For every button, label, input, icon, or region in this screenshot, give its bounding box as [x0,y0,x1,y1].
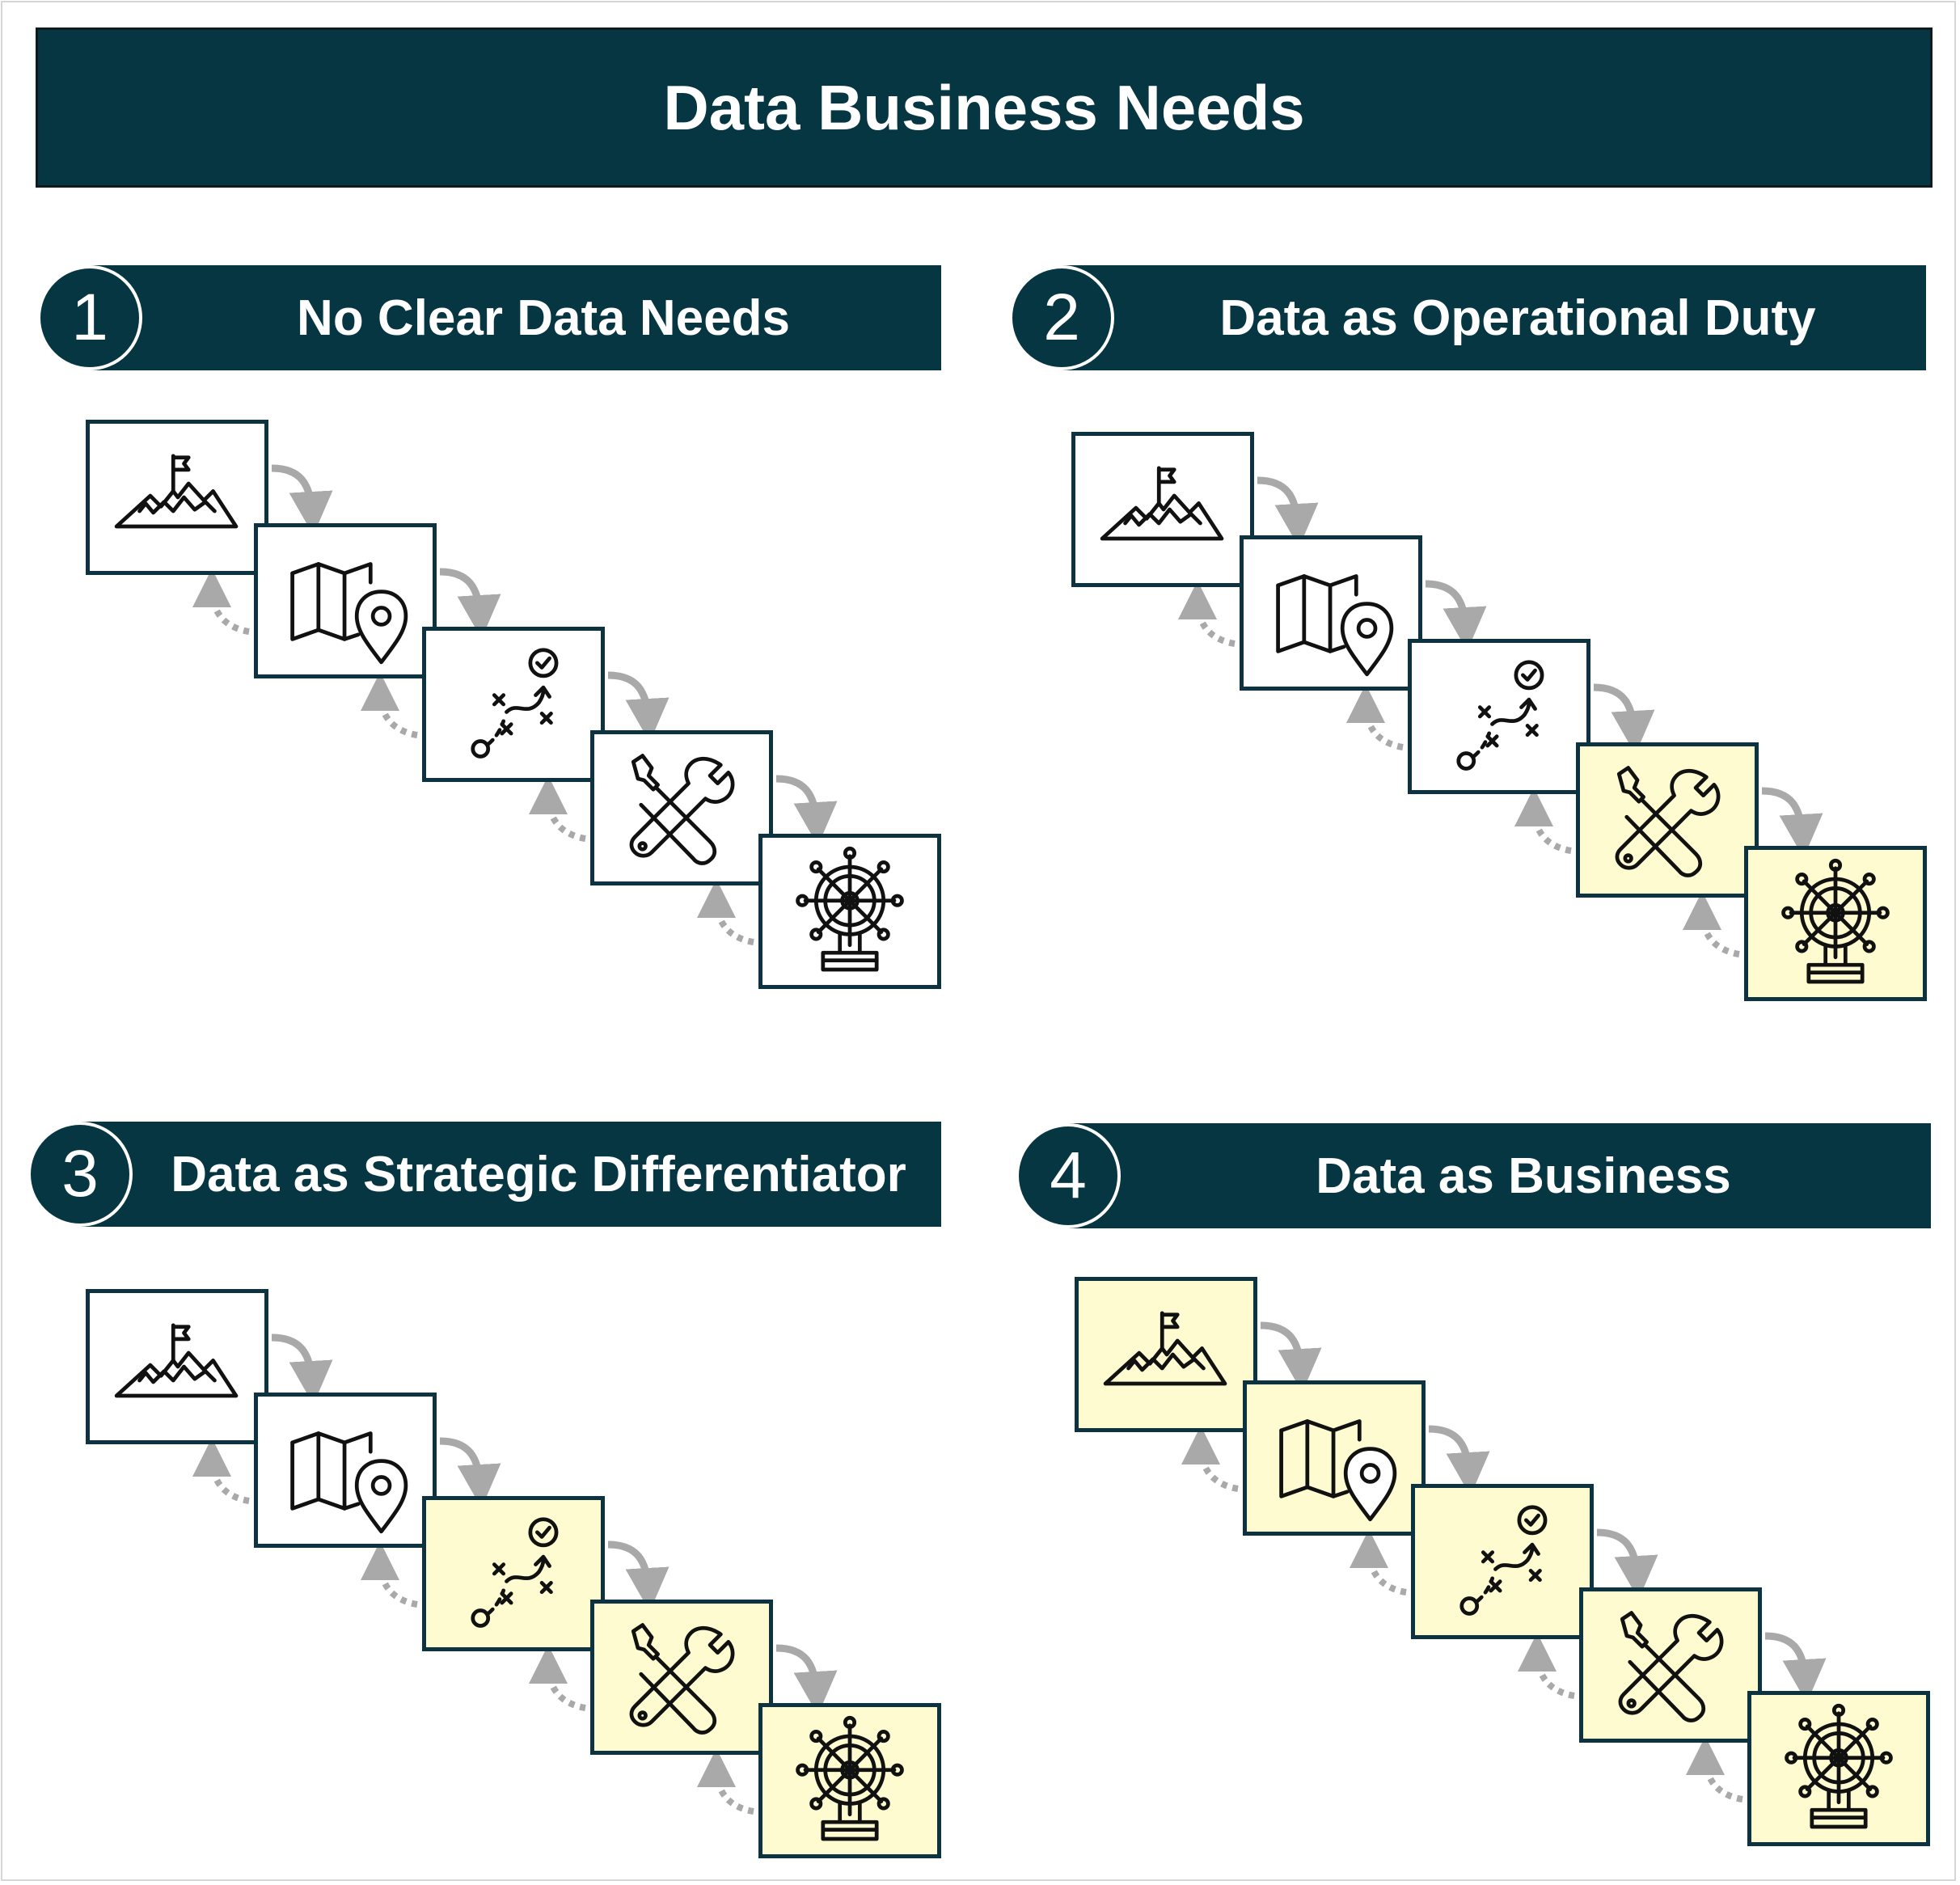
step-box-map-pin [254,1393,437,1548]
mountain-flag-icon [114,454,239,529]
step-box-strategy-path [422,1496,605,1651]
step-box-ship-wheel [758,1703,941,1858]
strategy-path-icon [471,1517,559,1628]
panel-3-number-badge: 3 [27,1122,133,1227]
step-box-strategy-path [1408,639,1590,794]
panel-2-header: Data as Operational Duty [1061,265,1926,370]
step-box-mountain-flag [1075,1277,1257,1432]
panel-3-label: Data as Strategic Differentiator [171,1146,906,1202]
step-box-tools [590,730,773,885]
step-box-tools [590,1600,773,1755]
panel-1-header: No Clear Data Needs [89,265,941,370]
map-pin-icon [290,1431,408,1534]
panel-4-header: Data as Business [1067,1123,1931,1228]
step-box-tools [1579,1587,1762,1743]
ship-wheel-icon [1781,858,1890,984]
tools-icon [629,1623,735,1735]
panel-2-label: Data as Operational Duty [1219,290,1816,346]
ship-wheel-icon [796,846,904,972]
diagram-title: Data Business Needs [36,27,1933,188]
step-box-mountain-flag [86,1289,268,1444]
step-box-map-pin [254,523,437,678]
ship-wheel-icon [796,1715,904,1841]
panel-1-number: 1 [71,281,108,354]
panel-1-number-badge: 1 [37,265,142,370]
step-box-ship-wheel [758,834,941,989]
strategy-path-icon [1456,660,1544,771]
tools-icon [629,754,735,865]
panel-4-number: 4 [1050,1139,1087,1212]
panel-3-header: Data as Strategic Differentiator [79,1122,941,1227]
mountain-flag-icon [114,1323,239,1398]
mountain-flag-icon [1100,466,1224,541]
panel-4-label: Data as Business [1316,1147,1731,1204]
map-pin-icon [1279,1419,1397,1522]
map-pin-icon [290,562,408,665]
step-box-strategy-path [1411,1484,1594,1639]
panel-3-number: 3 [61,1137,99,1211]
strategy-path-icon [471,648,559,759]
step-box-ship-wheel [1747,1691,1930,1846]
step-box-strategy-path [422,627,605,782]
tools-icon [1615,766,1721,877]
tools-icon [1618,1611,1724,1722]
step-box-ship-wheel [1744,846,1927,1001]
ship-wheel-icon [1785,1703,1893,1829]
step-box-map-pin [1240,535,1422,691]
map-pin-icon [1276,574,1394,677]
strategy-path-icon [1459,1505,1548,1616]
diagram-title-text: Data Business Needs [663,71,1305,143]
step-box-mountain-flag [86,420,268,575]
panel-2-number: 2 [1043,281,1080,354]
panel-4-number-badge: 4 [1016,1123,1121,1228]
step-box-tools [1576,742,1759,898]
step-box-map-pin [1243,1380,1426,1536]
panel-1-label: No Clear Data Needs [297,290,790,346]
step-box-mountain-flag [1071,432,1254,587]
mountain-flag-icon [1103,1311,1227,1386]
panel-2-number-badge: 2 [1009,265,1114,370]
